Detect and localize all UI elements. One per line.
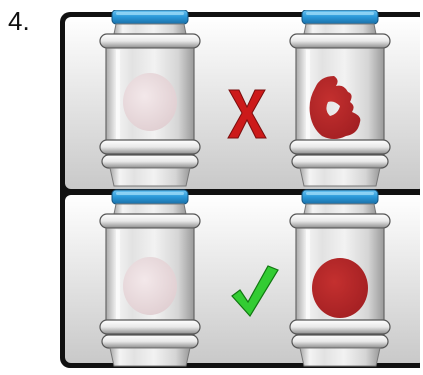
red-spot-uniform xyxy=(312,258,368,318)
vial-left-top xyxy=(100,10,200,186)
pale-spot-left-bottom xyxy=(123,257,177,315)
vial-right-bottom xyxy=(290,190,390,366)
step-number: 4. xyxy=(8,6,30,37)
vial-comparison-figure xyxy=(58,10,420,375)
pale-spot-left-top xyxy=(123,73,177,131)
panel-incorrect xyxy=(65,10,420,189)
vial-left-bottom xyxy=(100,190,200,366)
vial-right-top xyxy=(290,10,390,186)
panel-correct xyxy=(65,190,420,366)
